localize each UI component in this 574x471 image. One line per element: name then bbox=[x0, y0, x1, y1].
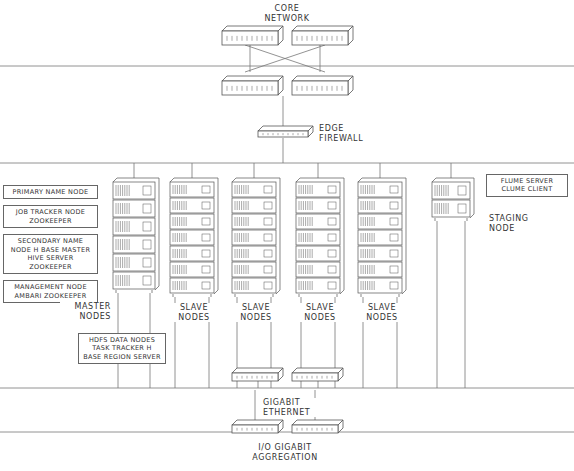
group-label: SLAVE NODES bbox=[297, 303, 343, 322]
slave-rack bbox=[170, 178, 218, 297]
aggregation-switch bbox=[232, 420, 283, 433]
role-box: MANAGEMENT NODE AMBARI ZOOKEEPER bbox=[3, 280, 98, 303]
switch-label: GIGABIT ETHERNET bbox=[262, 398, 326, 417]
core-switch bbox=[222, 26, 283, 45]
role-text: HDFS DATA NODES TASK TRACKER H BASE REGI… bbox=[82, 336, 162, 361]
role-box: PRIMARY NAME NODE bbox=[3, 185, 98, 199]
switch-label: I/O GIGABIT AGGREGATION bbox=[228, 443, 342, 462]
core-link bbox=[245, 45, 325, 72]
rack-uplink bbox=[380, 163, 381, 178]
staging-label: STAGING NODE bbox=[488, 214, 542, 233]
role-box: SECONDARY NAME NODE H BASE MASTER HIVE S… bbox=[3, 234, 98, 274]
core-link bbox=[250, 45, 251, 72]
network-wire bbox=[283, 96, 284, 126]
rack-uplink bbox=[254, 163, 255, 178]
role-box: JOB TRACKER NODE ZOOKEEPER bbox=[3, 205, 98, 228]
role-text: JOB TRACKER NODE ZOOKEEPER bbox=[7, 208, 94, 225]
rack-uplink bbox=[134, 163, 135, 178]
staging-rack bbox=[432, 178, 474, 221]
group-label: SLAVE NODES bbox=[233, 303, 279, 322]
firewall-label: EDGE FIREWALL bbox=[318, 124, 372, 143]
edge-firewall bbox=[258, 126, 313, 137]
role-box: FLUME SERVER CLUME CLIENT bbox=[486, 174, 568, 197]
role-text: FLUME SERVER CLUME CLIENT bbox=[490, 177, 564, 194]
core-link bbox=[320, 45, 321, 72]
core-network-label: CORE NETWORK bbox=[258, 4, 316, 23]
rack-drop bbox=[465, 221, 466, 388]
core-link bbox=[245, 45, 325, 72]
slave-rack bbox=[358, 178, 406, 297]
aggregation-switch bbox=[292, 420, 343, 433]
rack-uplink bbox=[451, 163, 452, 178]
gigabit-switch bbox=[232, 368, 283, 381]
network-wire bbox=[283, 138, 284, 163]
group-label: MASTER NODES bbox=[60, 302, 112, 321]
slave-rack bbox=[232, 178, 280, 297]
core-switch bbox=[292, 76, 353, 95]
slave-rack bbox=[296, 178, 344, 297]
core-switch bbox=[292, 26, 353, 45]
role-text: MANAGEMENT NODE AMBARI ZOOKEEPER bbox=[7, 283, 94, 300]
role-note-box: HDFS DATA NODES TASK TRACKER H BASE REGI… bbox=[78, 333, 166, 364]
gigabit-switch bbox=[292, 368, 343, 381]
group-label: SLAVE NODES bbox=[171, 303, 217, 322]
role-text: PRIMARY NAME NODE bbox=[7, 188, 94, 196]
network-wire bbox=[255, 390, 256, 420]
rack-drop bbox=[437, 221, 438, 388]
group-label: SLAVE NODES bbox=[359, 303, 405, 322]
rack-uplink bbox=[318, 163, 319, 178]
rack-uplink bbox=[192, 163, 193, 178]
master-rack bbox=[113, 178, 159, 293]
core-switch bbox=[222, 76, 283, 95]
role-text: SECONDARY NAME NODE H BASE MASTER HIVE S… bbox=[7, 237, 94, 271]
